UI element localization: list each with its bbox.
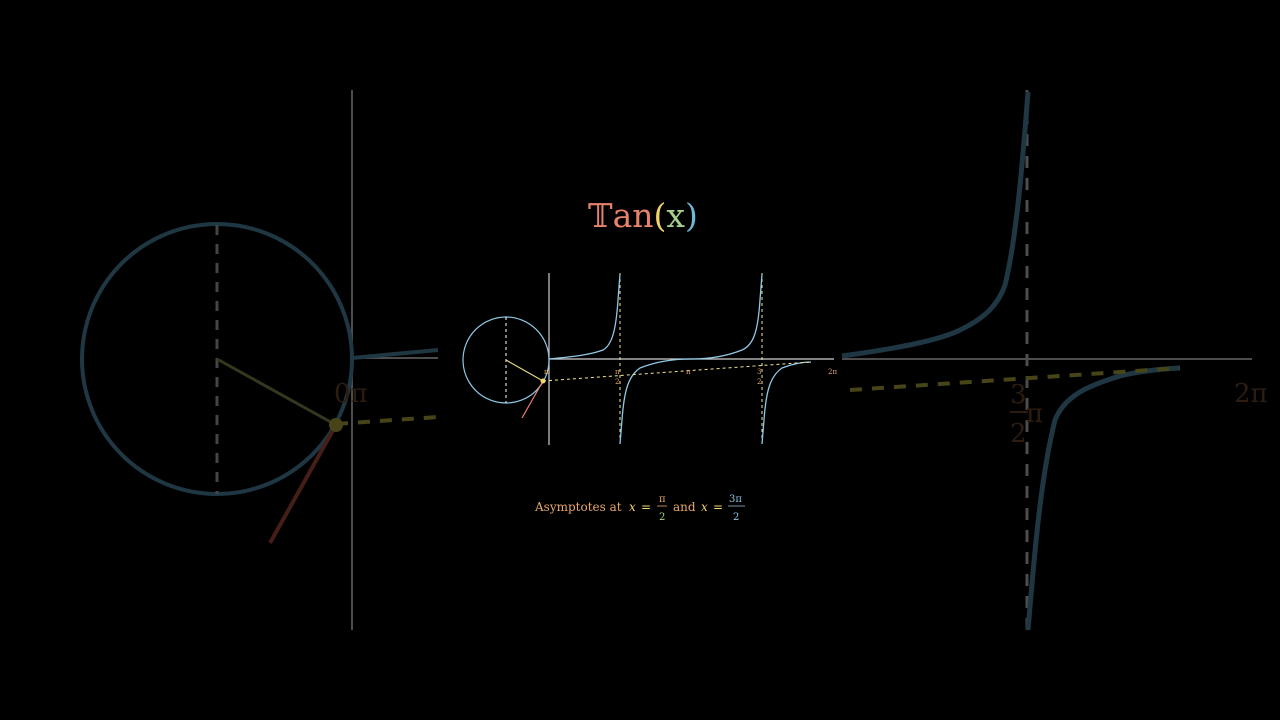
bg-tick-pi: π: [1026, 399, 1043, 429]
bg-curve-branch-left: [841, 91, 1031, 359]
tick-zero: π: [544, 368, 549, 376]
tick-half-num: π: [615, 368, 620, 376]
caption-eq-2: =: [713, 500, 723, 514]
caption-frac1-den: 2: [659, 512, 665, 523]
projection-dashed: [542, 361, 812, 382]
tangent-segment: [521, 380, 544, 419]
bg-projection-dashed-right: [849, 366, 1181, 392]
title: 𝕋an(x): [588, 196, 698, 235]
caption-var-2: x: [701, 500, 708, 514]
caption: Asymptotes at x = π 2 and x = 3π 2: [534, 494, 745, 523]
radius-line: [505, 359, 544, 382]
caption-frac2-den: 2: [733, 512, 739, 523]
caption-frac2-num: 3π: [729, 494, 742, 505]
background-zoom-left: 0π: [80, 90, 439, 630]
title-open-paren: (: [654, 196, 667, 235]
caption-frac1-num: π: [659, 494, 666, 505]
bg-curve-branch-right: [1025, 365, 1181, 631]
bg-tangent-line: [268, 424, 338, 544]
bg-tick-zero-pi: 0π: [334, 379, 368, 409]
bg-tick-two-pi: 2π: [1234, 379, 1268, 409]
bg-radius-line: [216, 357, 337, 427]
title-an: an: [613, 196, 654, 235]
tan-curve-branch-2: [619, 273, 763, 445]
title-close-paren: ): [685, 196, 698, 235]
bg-tick-two: 2: [1010, 419, 1027, 449]
caption-var-1: x: [629, 500, 636, 514]
tick-three-half-den: 2: [757, 378, 761, 386]
bg-circle-point: [329, 418, 343, 432]
tick-half-den: 2: [615, 378, 619, 386]
bg-curve-left: [351, 348, 439, 360]
caption-and: and: [673, 500, 696, 514]
tick-pi: π: [686, 368, 691, 376]
main-diagram: π π 2 π 3 2 2π: [462, 273, 837, 445]
title-x: x: [666, 196, 685, 235]
tick-two-pi: 2π: [828, 368, 837, 376]
caption-eq-1: =: [641, 500, 651, 514]
bg-tick-three: 3: [1010, 380, 1027, 410]
tan-curve-branch-1: [548, 273, 621, 360]
tan-curve-branch-3: [761, 361, 812, 445]
bg-projection-dashed: [335, 415, 439, 426]
tick-three-half-num: 3: [757, 368, 761, 376]
title-t: 𝕋: [588, 196, 613, 235]
caption-prefix: Asymptotes at: [534, 500, 622, 514]
background-zoom-right: 3 2 π 2π: [841, 90, 1268, 631]
